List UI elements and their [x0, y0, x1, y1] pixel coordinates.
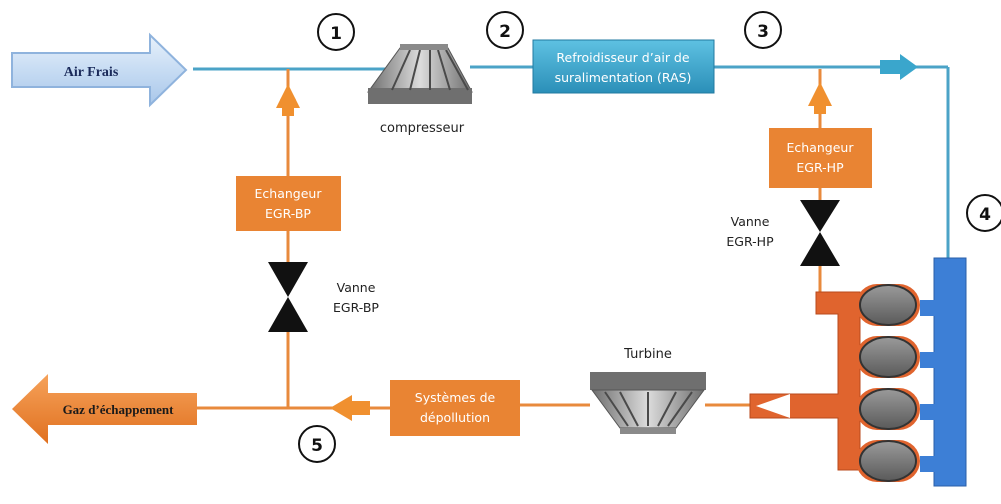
egr-bp-exchanger-label-line2: EGR-BP	[265, 206, 311, 221]
fresh-air-label: Air Frais	[64, 65, 119, 80]
intake-flow-arrow-icon	[880, 54, 918, 80]
egr-bp-exchanger-label-line1: Echangeur	[255, 186, 323, 201]
aftertreatment-label-line2: dépollution	[420, 410, 490, 425]
svg-text:4: 4	[979, 205, 991, 225]
fresh-air-arrow-icon	[11, 32, 188, 108]
egr-bp-valve-label-line2: EGR-BP	[333, 300, 379, 315]
charge-air-cooler-label-line2: suralimentation (RAS)	[555, 70, 692, 85]
marker-3: 3	[744, 11, 782, 49]
svg-text:3: 3	[757, 22, 769, 42]
exhaust-gas-arrow-icon	[12, 374, 197, 444]
egr-hp-up-arrow-icon	[808, 82, 832, 114]
charge-air-cooler-box	[532, 39, 715, 94]
egr-bp-up-arrow-icon	[276, 84, 300, 116]
egr-hp-valve-label-line2: EGR-HP	[726, 234, 774, 249]
compressor-icon	[367, 44, 473, 104]
turbine-icon	[590, 372, 706, 434]
compressor-label: compresseur	[380, 121, 465, 136]
charge-air-cooler-label-line1: Refroidisseur d’air de	[556, 50, 689, 65]
egr-hp-valve-label-line1: Vanne	[731, 214, 770, 229]
egr-hp-exchanger-box	[769, 128, 872, 188]
marker-1: 1	[317, 13, 355, 51]
svg-text:1: 1	[330, 24, 342, 44]
marker-2: 2	[486, 11, 524, 49]
aftertreatment-box	[390, 380, 520, 436]
engine-icon	[749, 257, 967, 487]
svg-text:2: 2	[499, 22, 511, 42]
turbine-label: Turbine	[623, 347, 672, 362]
intake-line	[193, 65, 950, 258]
egr-hp-valve-icon	[800, 200, 840, 266]
egr-hp-exchanger-label-line1: Echangeur	[787, 140, 855, 155]
exhaust-gas-label: Gaz d’échappement	[63, 402, 175, 417]
svg-text:5: 5	[311, 436, 323, 456]
egr-hp-exchanger-label-line2: EGR-HP	[796, 160, 844, 175]
marker-4: 4	[966, 194, 1001, 232]
egr-bp-valve-icon	[268, 262, 308, 332]
egr-bp-valve-label-line1: Vanne	[337, 280, 376, 295]
marker-5: 5	[298, 425, 336, 463]
exhaust-flow-arrow-icon	[330, 395, 370, 421]
egr-bp-exchanger-box	[236, 176, 341, 231]
aftertreatment-label-line1: Systèmes de	[415, 390, 496, 405]
